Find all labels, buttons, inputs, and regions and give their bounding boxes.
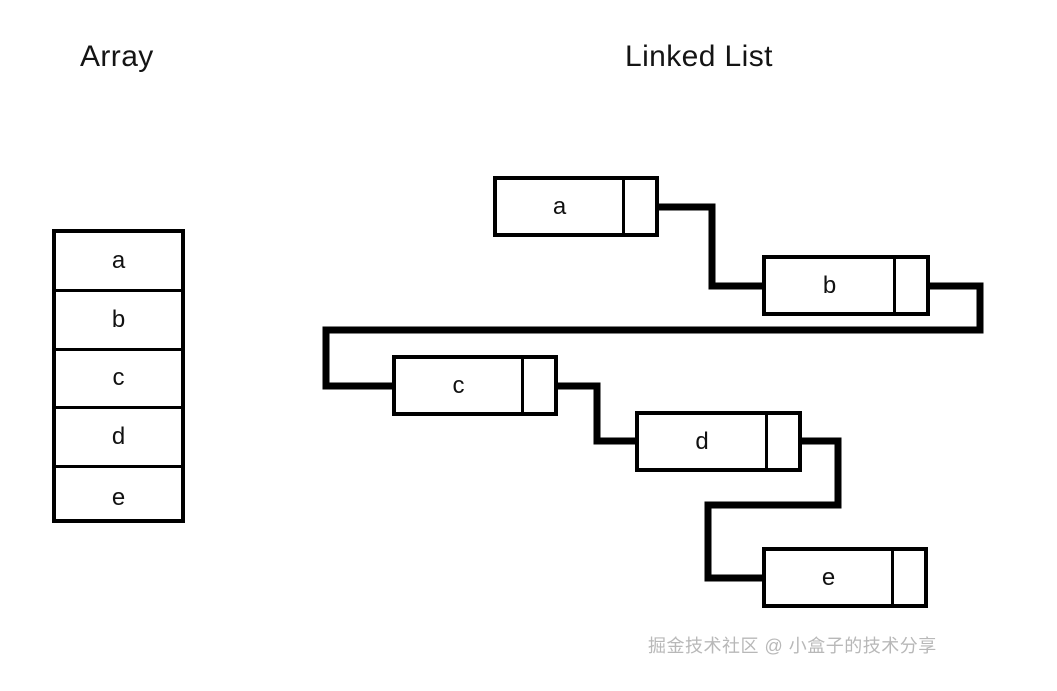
node-pointer-cell [893,259,926,312]
linked-list-node-c: c [392,355,558,416]
array-cell: a [56,233,181,292]
array-structure: a b c d e [52,229,185,523]
array-cell: c [56,351,181,410]
array-cell: e [111,483,126,511]
node-pointer-cell [521,359,554,412]
linked-list-panel-title: Linked List [625,40,773,73]
node-value: e [821,563,836,591]
array-cell: d [56,409,181,469]
node-pointer-cell [765,415,798,468]
node-pointer-cell [891,551,924,604]
linked-list-node-b: b [762,255,930,316]
watermark-text: 掘金技术社区 @ 小盒子的技术分享 [648,636,937,656]
linked-list-node-a: a [493,176,659,237]
linked-list-node-d: d [635,411,802,472]
array-panel-title: Array [80,40,154,73]
node-value: c [452,371,465,399]
node-pointer-cell [622,180,655,233]
node-value: a [552,192,567,220]
array-cell: b [56,292,181,351]
node-value: b [822,271,837,299]
linked-list-node-e: e [762,547,928,608]
node-value: d [695,427,709,455]
